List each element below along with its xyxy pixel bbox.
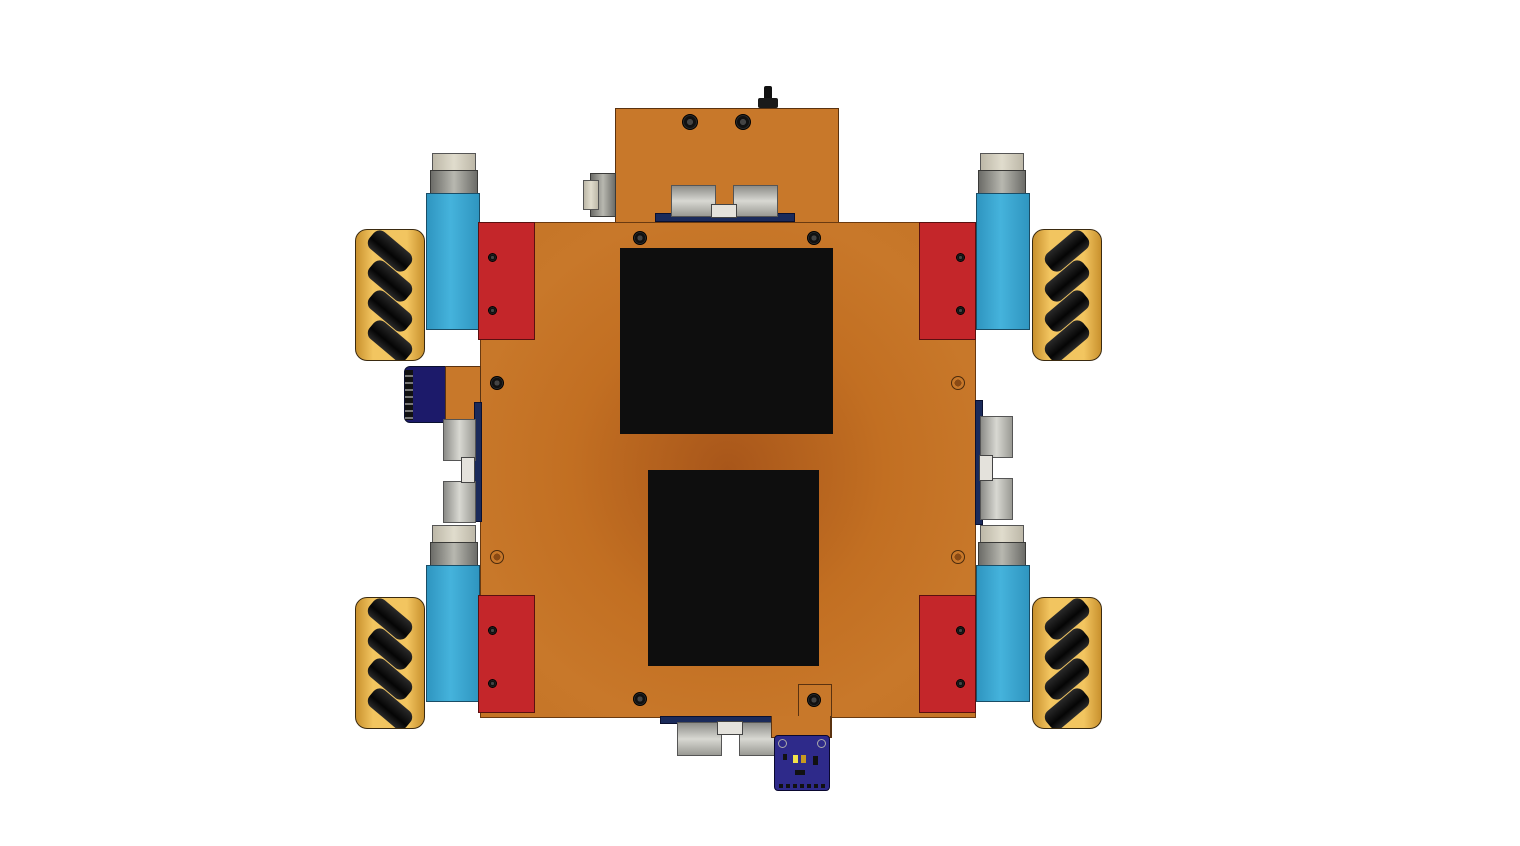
top-bolt — [764, 86, 772, 100]
fl-motor-mount — [478, 222, 535, 340]
fl-mount-screw — [488, 306, 497, 315]
bracket-nut-left — [682, 114, 698, 130]
right-ultrasonic-top — [980, 416, 1013, 458]
rl-mount-screw — [488, 626, 497, 635]
battery-block-bottom — [648, 470, 819, 666]
rr-motor — [976, 565, 1030, 702]
battery-block-top — [620, 248, 833, 434]
rl-motor-mount — [478, 595, 535, 713]
fl-mount-screw — [488, 253, 497, 262]
fl-gearbox — [430, 170, 478, 194]
front-ultrasonic-left — [671, 185, 716, 217]
rear-ultrasonic-left — [677, 722, 722, 756]
plate-standoff — [951, 376, 965, 390]
plate-bolt — [490, 376, 504, 390]
plate-bolt — [633, 692, 647, 706]
rl-mecanum-wheel — [355, 597, 425, 729]
fr-motor-mount — [919, 222, 976, 340]
fr-mount-screw — [956, 306, 965, 315]
plate-standoff — [490, 550, 504, 564]
right-ultrasonic-connector — [979, 455, 993, 481]
left-side-bracket — [445, 366, 481, 422]
front-ultrasonic-connector — [711, 204, 737, 218]
imu-chip — [793, 755, 798, 763]
bracket-nut-right — [735, 114, 751, 130]
fl-motor — [426, 193, 480, 330]
left-ultrasonic-connector — [461, 457, 475, 483]
front-sensor-bracket — [615, 108, 839, 223]
top-bolt-nut — [758, 98, 778, 108]
left-side-header-pins — [405, 370, 413, 420]
fr-mecanum-wheel — [1032, 229, 1102, 361]
rr-mount-screw — [956, 626, 965, 635]
fl-mecanum-wheel — [355, 229, 425, 361]
plate-bolt — [807, 231, 821, 245]
rr-motor-mount — [919, 595, 976, 713]
rl-motor — [426, 565, 480, 702]
fr-gearbox — [978, 170, 1026, 194]
imu-bracket-bolt — [807, 693, 821, 707]
fr-motor — [976, 193, 1030, 330]
rr-mecanum-wheel — [1032, 597, 1102, 729]
left-ultrasonic-bottom — [443, 481, 476, 523]
plate-standoff — [951, 550, 965, 564]
rear-ultrasonic-connector — [717, 721, 743, 735]
front-ultrasonic-right — [733, 185, 778, 217]
rr-gearbox — [978, 542, 1026, 566]
rr-mount-screw — [956, 679, 965, 688]
left-ultrasonic-top — [443, 419, 476, 461]
front-servo-horn — [583, 180, 599, 210]
fr-mount-screw — [956, 253, 965, 262]
rl-mount-screw — [488, 679, 497, 688]
right-ultrasonic-bottom — [980, 478, 1013, 520]
plate-bolt — [633, 231, 647, 245]
rl-gearbox — [430, 542, 478, 566]
imu-breakout-board — [774, 735, 830, 791]
